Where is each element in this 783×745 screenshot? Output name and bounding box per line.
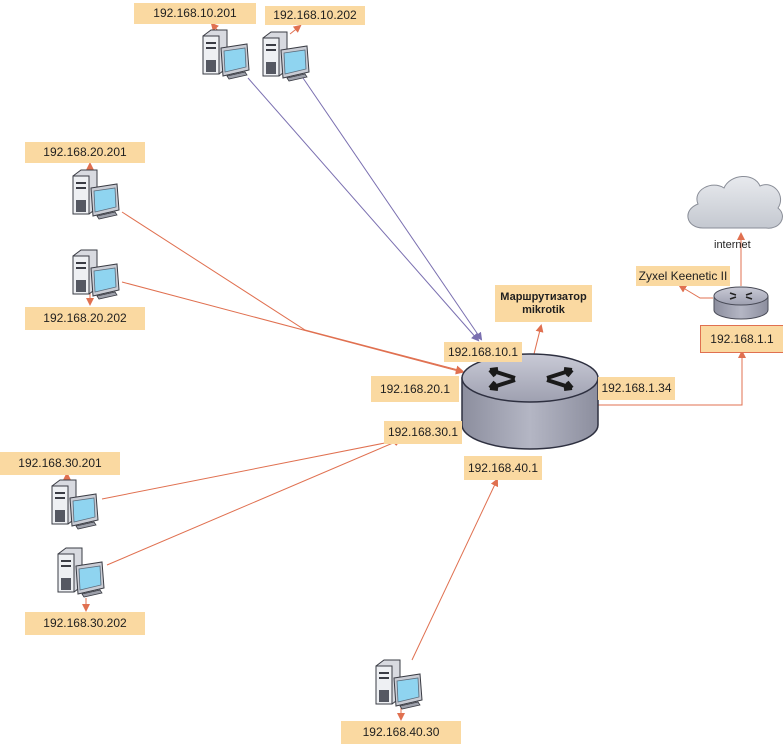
- link-30-202: [106, 438, 402, 566]
- links: [63, 22, 746, 721]
- pc-30-202-icon: [57, 547, 105, 598]
- link-wan: [598, 350, 746, 406]
- label-pc-10-202: 192.168.10.202: [265, 6, 365, 25]
- mikrotik-router-icon: [461, 353, 599, 450]
- router-title: Маршрутизатор mikrotik: [495, 285, 592, 322]
- router-if-20: 192.168.20.1: [371, 376, 459, 402]
- router-if-10: 192.168.10.1: [444, 342, 522, 362]
- internet-label: internet: [714, 239, 751, 251]
- label-pc-10-201: 192.168.10.201: [134, 3, 256, 24]
- label-pc-20-201: 192.168.20.201: [25, 142, 145, 163]
- label-pc-30-202: 192.168.30.202: [25, 612, 145, 635]
- link-pc-10-202-label: [289, 24, 302, 35]
- link-10-201: [247, 77, 480, 342]
- link-20-202: [121, 281, 464, 375]
- workstations: [51, 29, 423, 710]
- label-pc-30-201: 192.168.30.201: [0, 452, 120, 475]
- pc-10-201-icon: [202, 29, 250, 80]
- zyxel-router-icon: [713, 286, 769, 320]
- label-pc-20-202: 192.168.20.202: [25, 307, 145, 330]
- router-if-30: 192.168.30.1: [384, 421, 462, 444]
- router-if-40: 192.168.40.1: [464, 456, 542, 480]
- zyxel-name: Zyxel Keenetic II: [636, 266, 730, 286]
- pc-20-202-icon: [72, 249, 120, 300]
- link-zyxel-label: [678, 284, 713, 299]
- internet-cloud-icon: [687, 176, 783, 229]
- pc-10-202-icon: [262, 31, 310, 82]
- link-30-201: [101, 437, 402, 500]
- pc-20-201-icon: [72, 169, 120, 220]
- pc-30-201-icon: [51, 479, 99, 530]
- pc-40-30-icon: [375, 659, 423, 710]
- label-pc-40-30: 192.168.40.30: [341, 721, 461, 744]
- link-10-202: [302, 77, 483, 341]
- router-if-wan: 192.168.1.34: [598, 377, 675, 400]
- zyxel-ip: 192.168.1.1: [700, 325, 783, 353]
- link-40-30: [411, 478, 499, 661]
